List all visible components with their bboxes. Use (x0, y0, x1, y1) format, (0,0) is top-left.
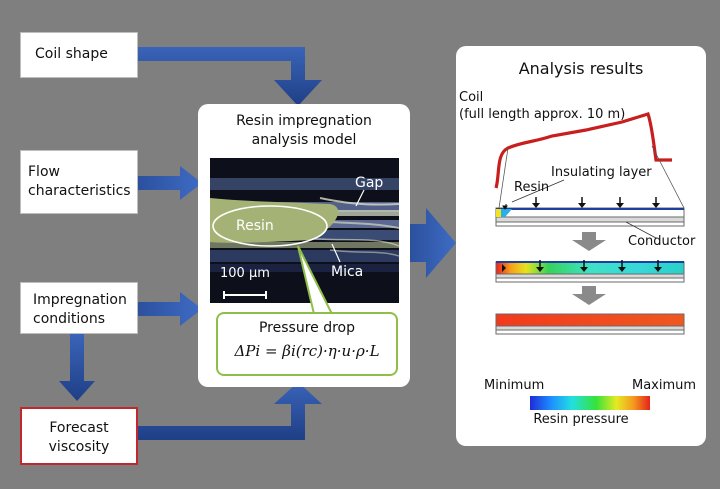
input-impregnation-conditions: Impregnation conditions (20, 282, 138, 334)
step-arrow-1 (572, 232, 606, 251)
input-flow-characteristics: Flow characteristics (20, 150, 138, 214)
flow-label-line1: Flow (28, 164, 60, 180)
arrow-impregnation-to-forecast (59, 334, 95, 401)
coil-shape-label: Coil shape (35, 46, 108, 62)
model-title-line1: Resin impregnation (236, 113, 372, 129)
pressure-drop-title: Pressure drop (258, 320, 356, 336)
cross-section-final (495, 313, 685, 335)
label-scale: 100 μm (220, 266, 270, 281)
gap-leader-line (355, 189, 365, 207)
arrow-impregnation-to-model (138, 292, 202, 326)
legend-max-label: Maximum (632, 378, 697, 393)
input-coil-shape: Coil shape (20, 32, 138, 78)
forecast-label-line2: viscosity (48, 439, 110, 455)
label-insulating-layer: Insulating layer (551, 165, 652, 180)
label-mica: Mica (331, 264, 364, 280)
arrow-flow-to-model (138, 166, 202, 200)
pressure-drop-formula: ΔPi = βi(rc)·η·u·ρ·L (234, 342, 380, 360)
coil-caption-line2: (full length approx. 10 m) (459, 107, 626, 122)
step-arrow-2 (572, 286, 606, 305)
conductor-leader (625, 221, 657, 239)
label-resin-micrograph: Resin (236, 218, 274, 234)
arrow-coil-shape-to-model (138, 47, 322, 106)
mica-leader-line (331, 243, 341, 263)
micrograph-image (210, 158, 399, 303)
arrow-model-to-results (410, 208, 456, 278)
label-conductor: Conductor (628, 234, 696, 249)
analysis-results-panel: Analysis results Coil (full length appro… (456, 46, 706, 446)
model-title-line2: analysis model (251, 132, 357, 148)
forecast-label-line1: Forecast (49, 420, 109, 436)
cross-section-initial (495, 179, 685, 239)
resin-impregnation-model-panel: Resin impregnation analysis model (198, 104, 410, 387)
arrow-forecast-to-model (138, 382, 322, 440)
legend-min-label: Minimum (484, 378, 545, 393)
pressure-drop-callout: Pressure drop ΔPi = βi(rc)·η·u·ρ·L (216, 312, 398, 376)
results-drawing (494, 112, 685, 410)
coil-shape-curve (494, 112, 672, 189)
insulating-layer-leader (511, 179, 565, 203)
label-resin-results: Resin (514, 180, 550, 195)
legend-title: Resin pressure (533, 412, 629, 427)
legend-color-bar (530, 396, 650, 410)
input-forecast-viscosity: Forecast viscosity (20, 407, 138, 465)
label-gap: Gap (355, 175, 384, 191)
cross-section-mid (495, 260, 685, 283)
flow-label-line2: characteristics (28, 183, 131, 199)
coil-caption: Coil (full length approx. 10 m) (459, 89, 625, 123)
results-title: Analysis results (518, 59, 644, 78)
impregnation-label-line2: conditions (33, 311, 106, 327)
coil-caption-line1: Coil (459, 90, 484, 105)
impregnation-label-line1: Impregnation (33, 292, 127, 308)
